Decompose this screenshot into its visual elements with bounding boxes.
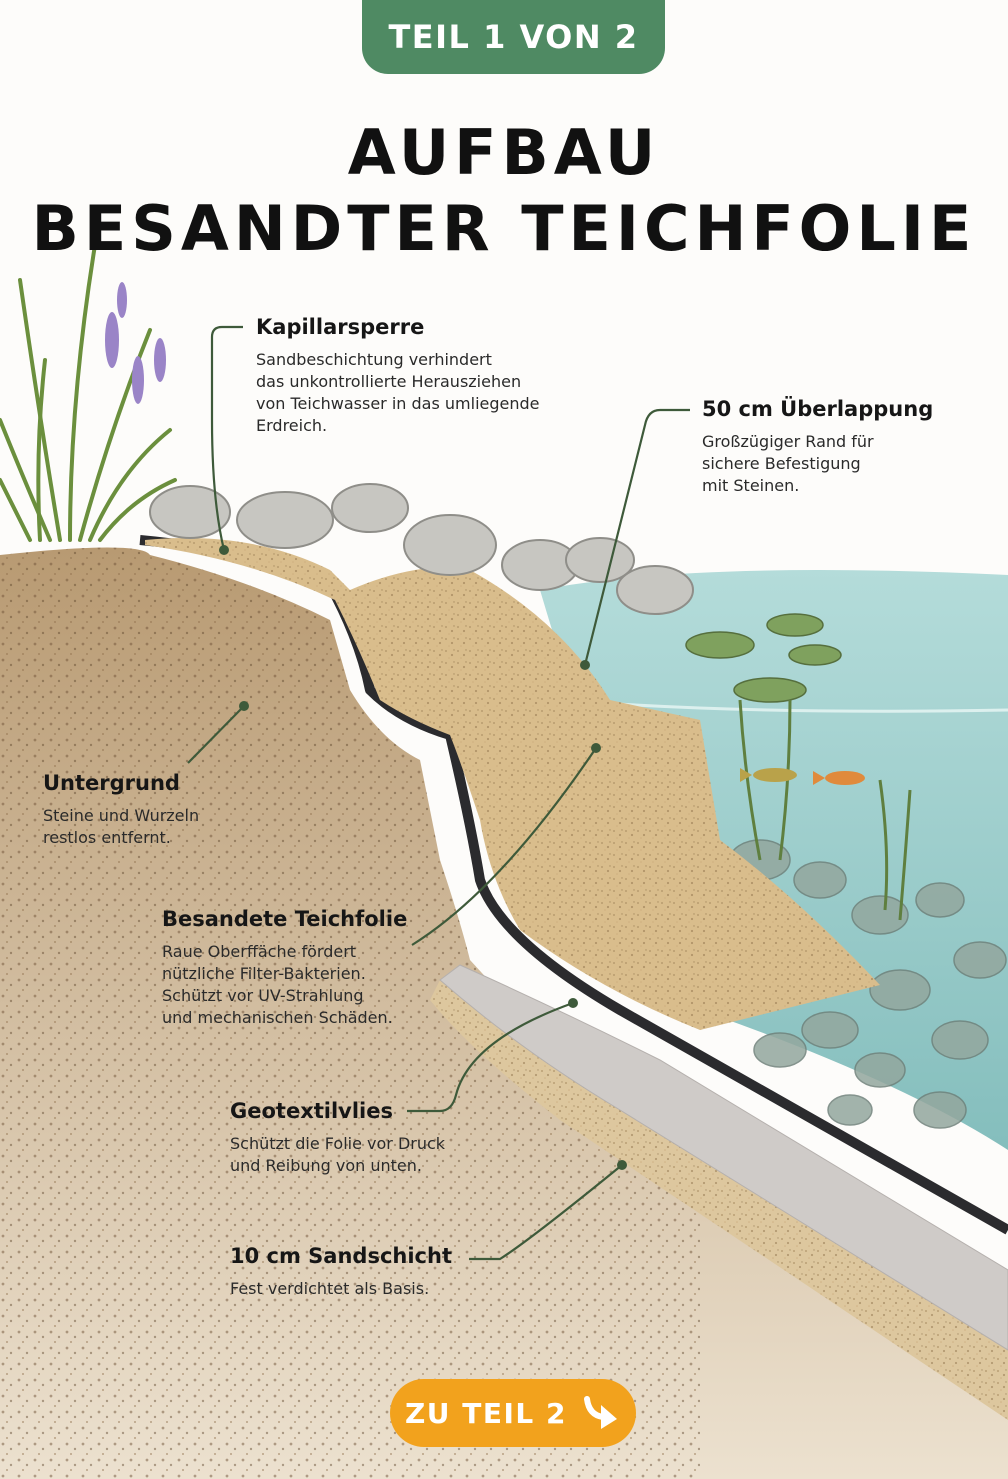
leader-dot-sandschicht xyxy=(617,1160,627,1170)
part-badge: TEIL 1 VON 2 xyxy=(362,0,665,74)
leader-geotextil xyxy=(407,1001,574,1113)
curved-arrow-down-right-icon xyxy=(584,1396,617,1429)
leader-dot-kapillarsperre xyxy=(219,545,229,555)
label-untergrund: Untergrund Steine und Wurzeln restlos en… xyxy=(43,771,199,849)
soil-texture xyxy=(0,547,700,1479)
leader-kapillarsperre xyxy=(210,325,243,551)
grass-plants xyxy=(0,243,177,542)
label-sandschicht-title: 10 cm Sandschicht xyxy=(230,1244,452,1268)
label-ueberlappung-text: Großzügiger Rand für sichere Befestigung… xyxy=(702,432,874,495)
leader-teichfolie xyxy=(411,747,597,946)
label-kapillarsperre: Kapillarsperre Sandbeschichtung verhinde… xyxy=(256,315,540,437)
leader-untergrund xyxy=(187,705,245,764)
next-part-button-label: ZU TEIL 2 xyxy=(404,1396,567,1430)
label-sandschicht-text: Fest verdichtet als Basis. xyxy=(230,1279,430,1298)
label-ueberlappung: 50 cm Überlappung Großzügiger Rand für s… xyxy=(702,397,933,497)
sand-layer-texture xyxy=(430,980,1008,1420)
geotextile-layer xyxy=(439,964,1008,1351)
label-kapillarsperre-text: Sandbeschichtung verhindert das unkontro… xyxy=(256,350,540,435)
leader-sandschicht xyxy=(469,1164,623,1261)
label-untergrund-title: Untergrund xyxy=(43,771,180,795)
label-geotextil-title: Geotextilvlies xyxy=(230,1099,393,1123)
label-ueberlappung-title: 50 cm Überlappung xyxy=(702,397,934,421)
rim-stones xyxy=(149,483,694,615)
label-geotextil-text: Schützt die Folie vor Druck und Reibung … xyxy=(230,1134,446,1175)
leader-dot-ueberlappung xyxy=(580,660,590,670)
pond-bottom-stones xyxy=(729,839,1007,1129)
label-teichfolie-text: Raue Oberffäche fördert nützliche Filter… xyxy=(162,942,393,1027)
fish xyxy=(740,768,865,785)
sanded-liner-texture xyxy=(145,538,880,1030)
label-teichfolie: Besandete Teichfolie Raue Oberffäche för… xyxy=(162,907,407,1029)
leader-dot-geotextil xyxy=(568,998,578,1008)
lily-pads xyxy=(685,613,842,703)
label-teichfolie-title: Besandete Teichfolie xyxy=(162,907,408,931)
leader-dot-untergrund xyxy=(239,701,249,711)
title-line-2: BESANDTER TEICHFOLIE xyxy=(31,192,977,265)
label-geotextil: Geotextilvlies Schützt die Folie vor Dru… xyxy=(230,1099,445,1177)
label-sandschicht: 10 cm Sandschicht Fest verdichtet als Ba… xyxy=(230,1244,452,1300)
leader-ueberlappung xyxy=(583,408,690,666)
next-part-button[interactable]: ZU TEIL 2 xyxy=(390,1379,636,1447)
lavender-flowers xyxy=(105,282,166,404)
label-untergrund-text: Steine und Wurzeln restlos entfernt. xyxy=(43,806,200,847)
leader-dot-teichfolie xyxy=(591,743,601,753)
part-badge-text: TEIL 1 VON 2 xyxy=(388,18,639,56)
label-kapillarsperre-title: Kapillarsperre xyxy=(256,315,425,339)
title-line-1: AUFBAU xyxy=(347,116,661,189)
